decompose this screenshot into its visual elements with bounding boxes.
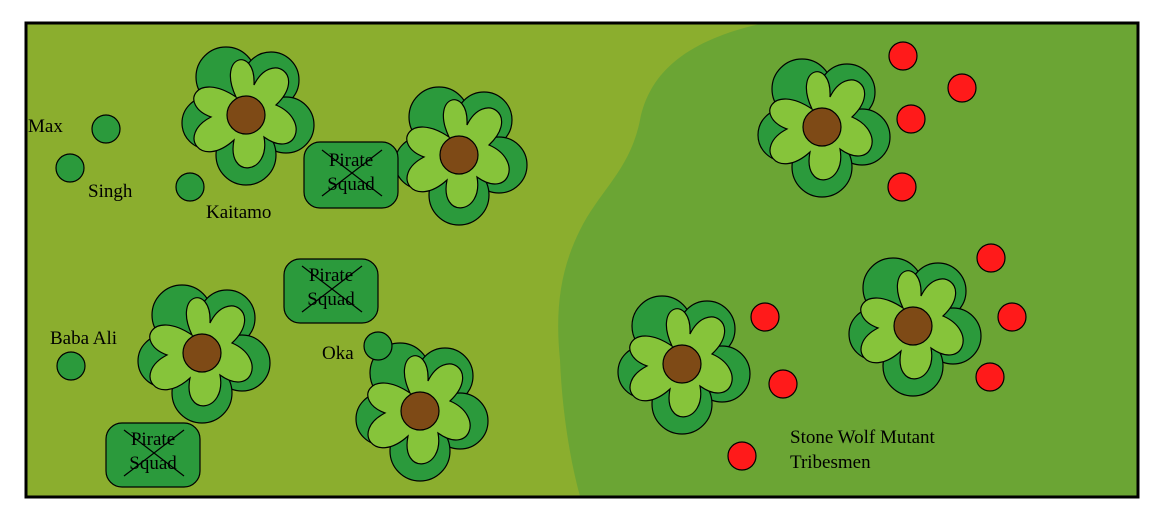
svg-text:Pirate: Pirate — [131, 429, 175, 450]
player-label-baba-ali: Baba Ali — [50, 328, 117, 349]
pirate-squad-marker[interactable]: Pirate Squad — [303, 141, 399, 209]
enemy-label-line1: Stone Wolf Mutant — [790, 427, 936, 448]
player-token-oka[interactable] — [363, 331, 393, 361]
enemy-token[interactable] — [768, 369, 798, 399]
enemy-token[interactable] — [727, 441, 757, 471]
enemy-token[interactable] — [947, 73, 977, 103]
player-token-singh[interactable] — [55, 153, 85, 183]
player-label-max: Max — [28, 116, 63, 137]
enemy-token[interactable] — [975, 362, 1005, 392]
enemy-token[interactable] — [896, 104, 926, 134]
enemy-token[interactable] — [887, 172, 917, 202]
svg-text:Pirate: Pirate — [309, 265, 353, 286]
enemy-label-line2: Tribesmen — [790, 452, 871, 473]
player-token-kaitamo[interactable] — [175, 172, 205, 202]
svg-text:Squad: Squad — [129, 453, 177, 474]
player-label-kaitamo: Kaitamo — [206, 202, 271, 223]
pirate-squad-marker[interactable]: Pirate Squad — [283, 258, 379, 324]
player-token-max[interactable] — [91, 114, 121, 144]
enemy-token[interactable] — [976, 243, 1006, 273]
enemy-token[interactable] — [750, 302, 780, 332]
enemy-group — [727, 41, 1027, 471]
svg-text:Squad: Squad — [327, 174, 375, 195]
enemy-token[interactable] — [888, 41, 918, 71]
enemy-token[interactable] — [997, 302, 1027, 332]
player-label-singh: Singh — [88, 181, 133, 202]
player-label-oka: Oka — [322, 343, 354, 364]
svg-text:Squad: Squad — [307, 289, 355, 310]
player-token-baba-ali[interactable] — [56, 351, 86, 381]
pirate-squad-marker[interactable]: Pirate Squad — [105, 422, 201, 488]
